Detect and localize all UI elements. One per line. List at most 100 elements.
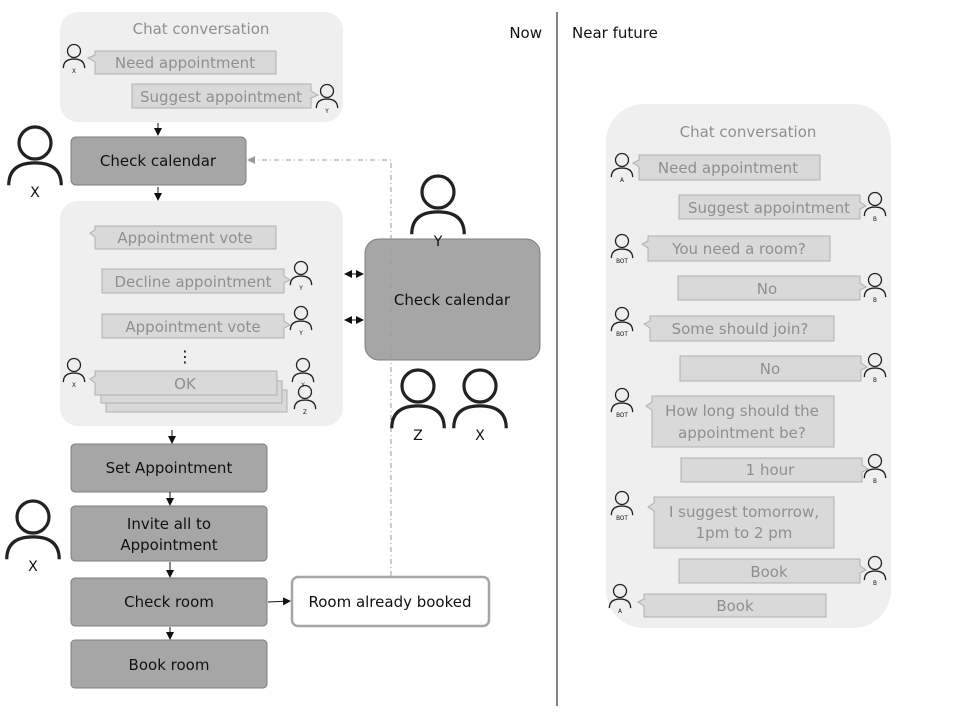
person-icon: Y (289, 260, 313, 292)
person-icon: B (863, 272, 887, 304)
check-room-label: Check room (124, 593, 214, 611)
chat-bubble: 1 hour (680, 457, 869, 483)
chat-bubble: Some should join? (643, 315, 835, 342)
person-icon: Y (315, 83, 339, 115)
person-icon: BOT (610, 233, 634, 265)
vertical-ellipsis: ⋮ (177, 347, 193, 366)
book-room-box: Book room (70, 639, 268, 689)
chat-bubble-text: Appointment vote (117, 229, 252, 247)
person-icon: BOT (610, 387, 634, 419)
person-icon-label: Z (303, 410, 307, 416)
chat-bubble-text: Decline appointment (114, 273, 271, 291)
chat-bubble-text: Appointment vote (125, 318, 260, 336)
check-calendar-x-label: Check calendar (100, 152, 217, 170)
check-room-box: Check room (70, 577, 268, 627)
invite-all-label-line2: Appointment (120, 536, 217, 554)
person-icon: B (863, 191, 887, 223)
header-near-future: Near future (572, 24, 658, 42)
chat-bubble-text-line2: 1pm to 2 pm (696, 524, 793, 542)
chat-bubble-text: Suggest appointment (688, 199, 850, 217)
chat-bubble-text-line1: I suggest tomorrow, (669, 503, 819, 521)
person-icon: B (863, 352, 887, 384)
person-icon-label: Z (413, 428, 423, 444)
chat-bubble: How long should the appointment be? (645, 395, 835, 448)
chat-bubble-text: Some should join? (672, 320, 809, 338)
chat-bubble-text: Need appointment (115, 54, 255, 72)
now-chat-panel: Chat conversation Need appointment Sugge… (60, 12, 343, 122)
feedback-dashed-arrow (247, 156, 392, 576)
set-appointment-box: Set Appointment (70, 443, 268, 493)
check-calendar-shared-box: Check calendar (364, 238, 541, 361)
chat-bubble: No (679, 355, 868, 382)
header-now: Now (509, 24, 542, 42)
person-icon: X (5, 499, 61, 575)
person-icon-label: B (873, 298, 877, 304)
chat-bubble-text: 1 hour (746, 461, 796, 479)
chat-bubble: Need appointment (632, 154, 821, 181)
set-appointment-label: Set Appointment (106, 459, 233, 477)
chat-bubble: No (677, 275, 867, 301)
chat-bubble-text: Book (750, 563, 788, 581)
person-icon: X (62, 43, 86, 75)
person-icon-label: X (72, 69, 76, 75)
person-icon: Y (410, 174, 466, 250)
chat-bubble: Decline appointment (101, 268, 291, 294)
chat-bubble-text-line2: appointment be? (678, 424, 806, 442)
chat-bubble: Appointment vote (101, 313, 291, 339)
chat-bubble: Need appointment (86, 50, 277, 75)
chat-bubble-text: OK (174, 375, 197, 393)
room-already-booked-label: Room already booked (308, 593, 471, 611)
person-icon: X (62, 357, 86, 389)
check-calendar-shared-label: Check calendar (394, 291, 511, 309)
person-icon: X (452, 368, 508, 444)
flow-arrow (267, 597, 291, 606)
invite-all-box: Invite all to Appointment (70, 505, 268, 562)
person-icon: Z (390, 368, 446, 444)
now-chat-title: Chat conversation (133, 20, 270, 38)
person-icon-label: Y (298, 331, 303, 337)
person-icon-label: B (873, 378, 877, 384)
person-icon: X (7, 125, 63, 201)
person-icon: B (863, 555, 887, 587)
chat-bubble-text: Suggest appointment (140, 88, 302, 106)
chat-bubble-text-line1: How long should the (665, 402, 819, 420)
person-icon-label: A (620, 178, 624, 184)
chat-bubble: I suggest tomorrow, 1pm to 2 pm (647, 496, 835, 549)
person-icon-label: A (618, 609, 622, 615)
person-icon-label: BOT (616, 332, 628, 338)
book-room-label: Book room (129, 656, 210, 674)
person-icon: BOT (610, 306, 634, 338)
invite-all-label-line1: Invite all to (127, 515, 211, 533)
person-icon-label: Y (298, 286, 303, 292)
check-calendar-x-box: Check calendar (70, 136, 247, 186)
person-icon: A (608, 583, 632, 615)
chat-bubble: Suggest appointment (131, 83, 320, 109)
person-icon-label: X (30, 185, 40, 201)
person-icon-label: B (873, 217, 877, 223)
now-vote-panel: Appointment vote Decline appointment App… (60, 201, 343, 426)
room-already-booked-box: Room already booked (290, 575, 491, 628)
chat-bubble: You need a room? (641, 235, 831, 262)
person-icon: Z (293, 384, 317, 416)
person-icon: B (863, 453, 887, 485)
future-chat-title: Chat conversation (680, 123, 817, 141)
chat-bubble: Appointment vote (89, 225, 277, 250)
chat-bubble: Suggest appointment (678, 194, 867, 220)
person-icon-label: Y (433, 234, 443, 250)
chat-bubble: OK (89, 370, 278, 396)
person-icon-label: BOT (616, 259, 628, 265)
person-icon: BOT (610, 490, 634, 522)
person-icon-label: BOT (616, 413, 628, 419)
person-icon-label: X (28, 559, 38, 575)
chat-bubble-text: No (757, 280, 777, 298)
person-icon-label: B (873, 581, 877, 587)
future-chat-panel: Chat conversation Need appointment Sugge… (606, 104, 891, 628)
person-icon-label: BOT (616, 516, 628, 522)
person-icon: A (610, 152, 634, 184)
chat-bubble: Book (678, 558, 867, 584)
person-icon-label: B (873, 479, 877, 485)
person-icon-label: X (475, 428, 485, 444)
chat-bubble-text: You need a room? (671, 240, 806, 258)
person-icon-label: Y (324, 109, 329, 115)
